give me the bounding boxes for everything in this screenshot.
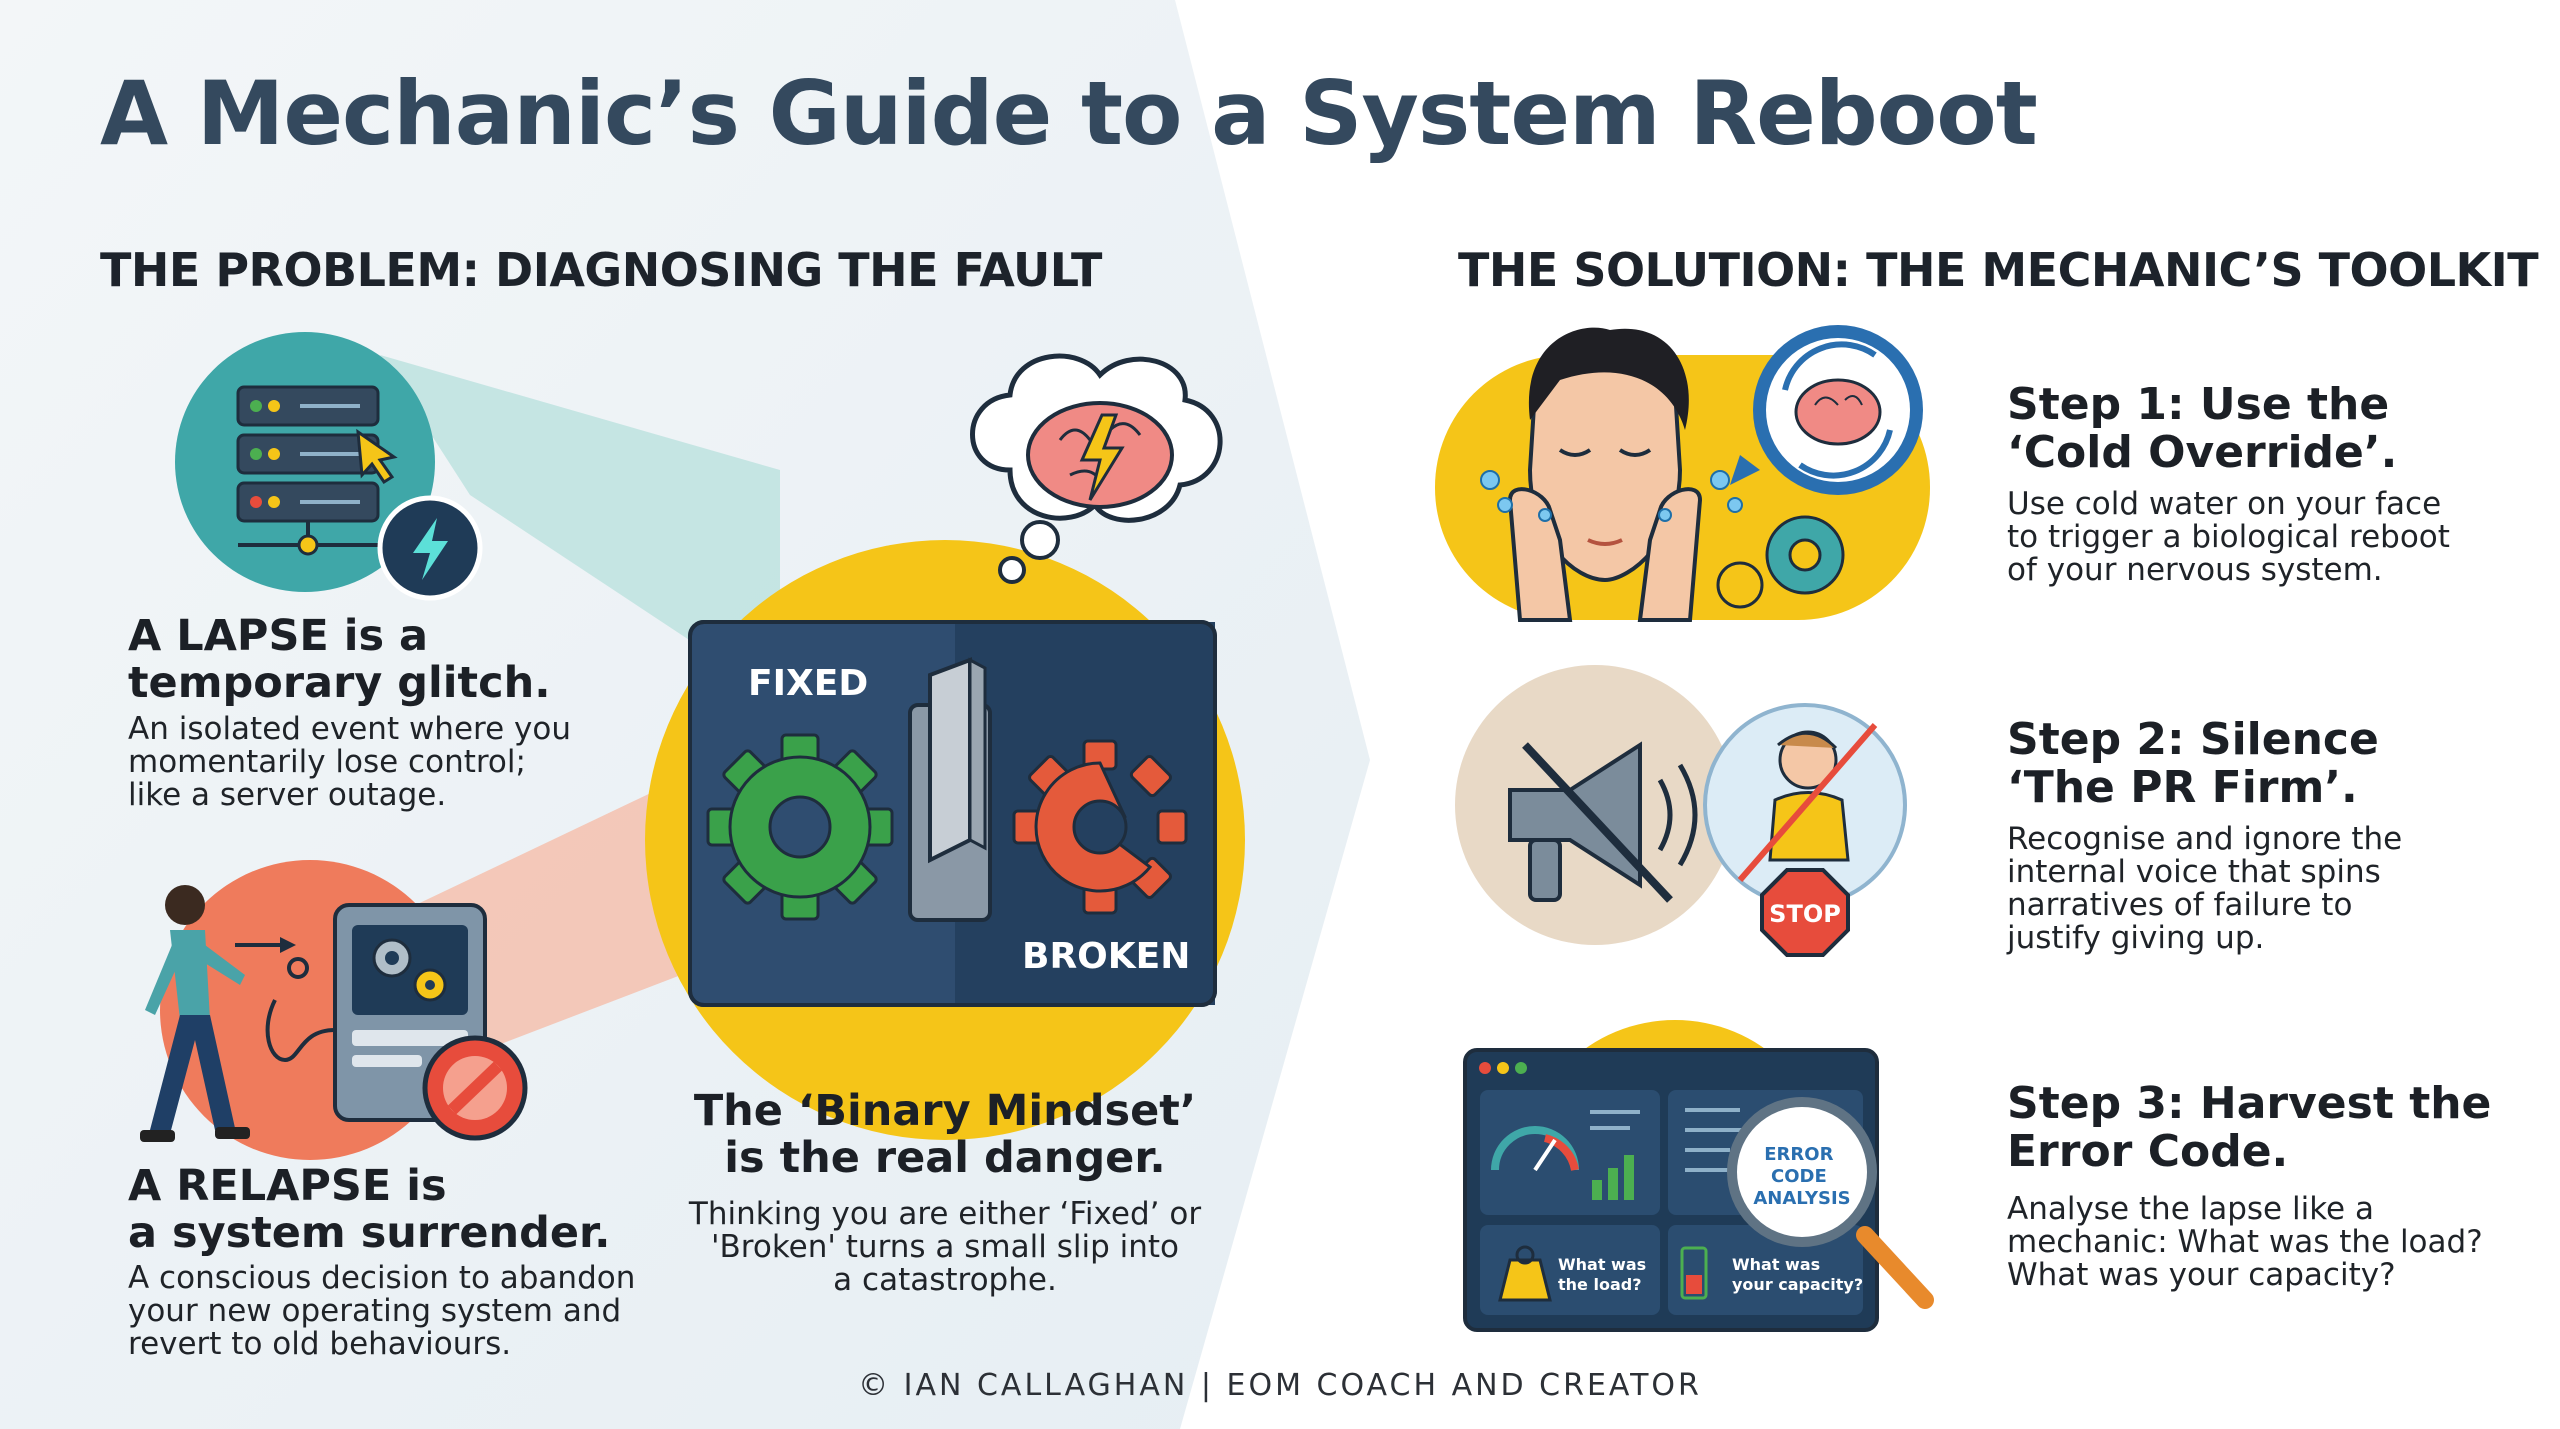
step-3-body: Analyse the lapse like a mechanic: What … — [2007, 1193, 2483, 1292]
relapse-body-line: revert to old behaviours. — [128, 1326, 512, 1362]
step-body-line: Analyse the lapse like a — [2007, 1191, 2374, 1227]
step-2-body: Recognise and ignore the internal voice … — [2007, 823, 2402, 955]
page-title: A Mechanic’s Guide to a System Reboot — [100, 62, 2038, 165]
step-title-line: Step 1: Use the — [2007, 379, 2390, 430]
lapse-beam — [380, 355, 780, 700]
binary-body-line: a catastrophe. — [833, 1262, 1057, 1298]
binary-heading: The ‘Binary Mindset’ is the real danger. — [660, 1088, 1230, 1182]
lapse-heading-line: A LAPSE is a — [128, 611, 429, 661]
lapse-body: An isolated event where you momentarily … — [128, 713, 571, 812]
step-1-body: Use cold water on your face to trigger a… — [2007, 488, 2450, 587]
step-body-line: to trigger a biological reboot — [2007, 519, 2450, 555]
relapse-body: A conscious decision to abandon your new… — [128, 1262, 635, 1361]
broken-label: BROKEN — [1022, 936, 1190, 977]
step-body-line: of your nervous system. — [2007, 552, 2383, 588]
step-title-line: ‘Cold Override’. — [2007, 427, 2398, 478]
magnifier-line: CODE — [1771, 1166, 1827, 1187]
relapse-heading-line: a system surrender. — [128, 1208, 611, 1258]
footer-credit: © IAN CALLAGHAN | EOM COACH AND CREATOR — [858, 1368, 1702, 1403]
step-body-line: narratives of failure to — [2007, 887, 2353, 923]
capacity-label-line: What was — [1732, 1255, 1820, 1274]
prohibited-icon — [422, 1035, 528, 1141]
cold-override-illustration — [1435, 325, 1930, 622]
green-gear-icon — [706, 733, 894, 921]
lightning-icon — [377, 495, 483, 601]
step-title-line: Step 2: Silence — [2007, 714, 2379, 765]
step-title-line: ‘The PR Firm’. — [2007, 762, 2358, 813]
step-body-line: What was your capacity? — [2007, 1257, 2396, 1293]
face-icon — [1480, 327, 1743, 622]
load-label-line: What was — [1558, 1255, 1646, 1274]
binary-switch-panel: FIXED BROKEN — [688, 620, 1217, 1007]
step-1-title: Step 1: Use the ‘Cold Override’. — [2007, 381, 2397, 477]
lapse-body-line: momentarily lose control; — [128, 744, 526, 780]
magnifier-line: ERROR — [1764, 1144, 1833, 1165]
binary-body: Thinking you are either ‘Fixed’ or 'Brok… — [660, 1198, 1230, 1297]
stop-sign-icon: STOP — [1760, 868, 1850, 957]
relapse-illustration — [140, 860, 528, 1160]
thought-bubble — [970, 353, 1223, 584]
relapse-heading-line: A RELAPSE is — [128, 1161, 447, 1211]
svg-text:What was your capacity?: What was your capacity? — [1732, 1255, 1863, 1294]
walking-person-icon — [140, 885, 250, 1142]
step-3-title: Step 3: Harvest the Error Code. — [2007, 1080, 2491, 1176]
broken-gear-icon — [1012, 739, 1188, 915]
step-title-line: Step 3: Harvest the — [2007, 1078, 2492, 1129]
error-code-illustration: What was the load? What was your capacit… — [1463, 1020, 1934, 1332]
lapse-heading: A LAPSE is a temporary glitch. — [128, 613, 551, 707]
relapse-heading: A RELAPSE is a system surrender. — [128, 1163, 610, 1257]
relapse-body-line: your new operating system and — [128, 1293, 622, 1329]
svg-text:What was the load?: What was the load? — [1558, 1255, 1652, 1294]
binary-heading-line: is the real danger. — [724, 1133, 1166, 1183]
magnifier-line: ANALYSIS — [1753, 1188, 1850, 1209]
load-label-line: the load? — [1558, 1275, 1641, 1294]
megaphone-icon — [1508, 741, 1698, 903]
magnifier-icon: ERROR CODE ANALYSIS — [1727, 1097, 1934, 1309]
binary-body-line: Thinking you are either ‘Fixed’ or — [688, 1196, 1202, 1232]
battery-icon — [1680, 1246, 1708, 1300]
toggle-switch-icon — [908, 657, 992, 922]
capacity-label-line: your capacity? — [1732, 1275, 1863, 1294]
binary-heading-line: The ‘Binary Mindset’ — [693, 1086, 1197, 1136]
binary-body-line: 'Broken' turns a small slip into — [711, 1229, 1179, 1265]
brain-icon — [1026, 401, 1174, 509]
lapse-body-line: like a server outage. — [128, 777, 447, 813]
server-icon — [175, 332, 435, 592]
reboot-brain-icon — [1730, 325, 1923, 495]
step-body-line: Use cold water on your face — [2007, 486, 2442, 522]
lapse-heading-line: temporary glitch. — [128, 658, 551, 708]
weight-icon — [1498, 1245, 1552, 1302]
step-body-line: Recognise and ignore the — [2007, 821, 2403, 857]
step-title-line: Error Code. — [2007, 1126, 2289, 1177]
step-2-title: Step 2: Silence ‘The PR Firm’. — [2007, 716, 2379, 812]
fixed-label: FIXED — [748, 663, 868, 704]
stop-sign-text: STOP — [1769, 900, 1841, 928]
step-body-line: justify giving up. — [2007, 920, 2265, 956]
step-body-line: internal voice that spins — [2007, 854, 2381, 890]
step-body-line: mechanic: What was the load? — [2007, 1224, 2483, 1260]
silence-pr-illustration: STOP — [1455, 665, 1907, 957]
solution-section-title: THE SOLUTION: THE MECHANIC’S TOOLKIT — [1458, 243, 2539, 297]
relapse-body-line: A conscious decision to abandon — [128, 1260, 636, 1296]
bubble-person-icon — [1703, 703, 1907, 907]
gauge-icon — [1491, 1126, 1579, 1172]
problem-section-title: THE PROBLEM: DIAGNOSING THE FAULT — [100, 243, 1102, 297]
svg-text:ERROR CODE ANA: ERROR CODE ANALYSIS — [1753, 1144, 1850, 1209]
lapse-body-line: An isolated event where you — [128, 711, 571, 747]
